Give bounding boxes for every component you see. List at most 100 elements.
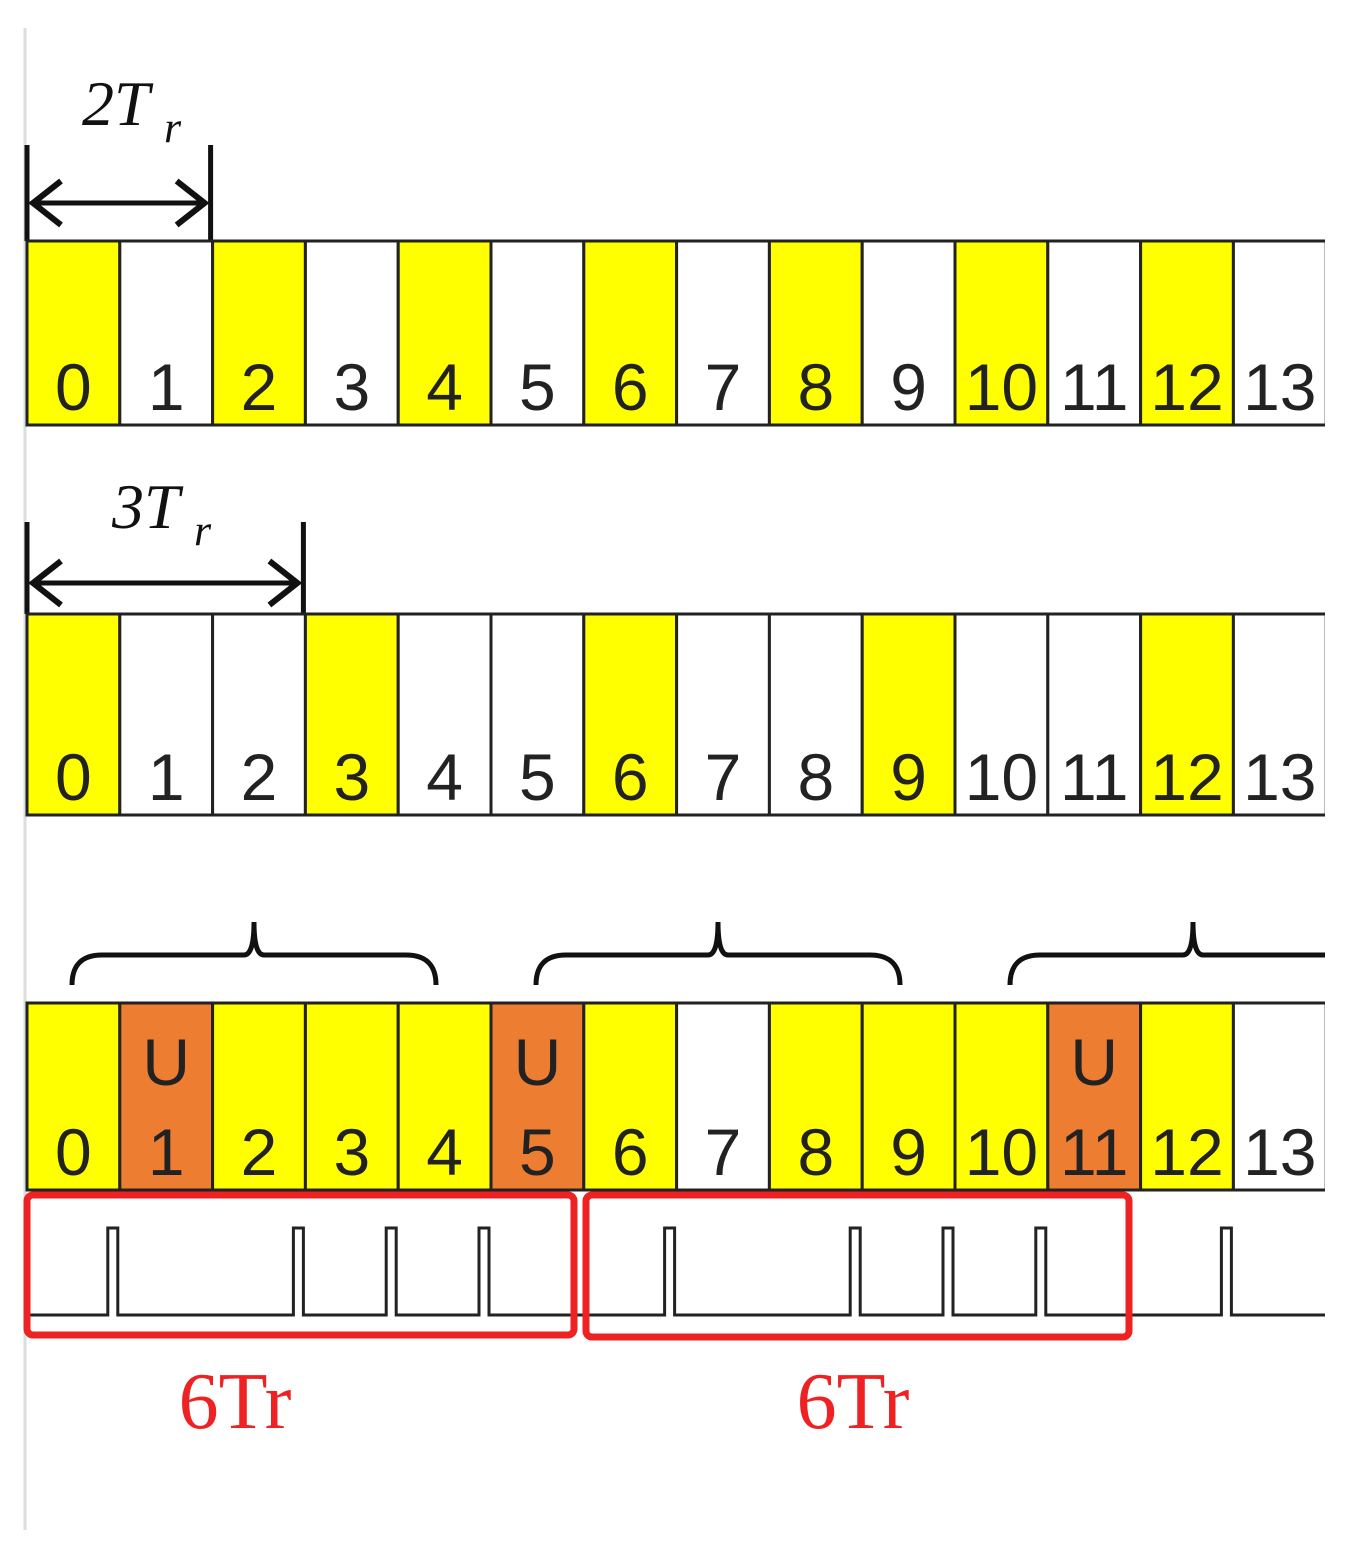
slot-number: 12 [1150,350,1223,424]
slot-0 [25,1001,122,1192]
slot-5 [489,612,586,817]
slot-2 [211,1001,307,1192]
slot-10 [953,612,1050,817]
span-label-2tr-subscript: r [164,103,182,152]
span-arrow-2tr [24,145,214,241]
period-label-1: 6Tr [179,1358,292,1446]
edge-mask [1325,237,1367,429]
slot-10 [953,239,1050,427]
slot-number: 1 [148,1115,185,1189]
slot-number: 2 [241,1115,278,1189]
span-arrow-3tr [24,522,306,614]
slot-unavailable-flag: U [514,1025,562,1099]
slot-number: 12 [1150,740,1223,814]
slot-number: 6 [612,740,649,814]
slot-10 [953,1001,1050,1192]
slot-number: 12 [1150,1115,1223,1189]
slot-number: 8 [797,1115,834,1189]
slot-9 [860,1001,957,1192]
slot-6 [582,612,679,817]
slot-7 [675,612,771,817]
slot-unavailable-flag: U [1070,1025,1118,1099]
slot-12 [1139,239,1235,427]
slot-number: 13 [1243,740,1316,814]
slot-number: 2 [241,740,278,814]
slot-8 [767,1001,864,1192]
slot-number: 5 [519,740,556,814]
period-label-2: 6Tr [797,1358,910,1446]
span-arrow-head-left [28,558,63,608]
slot-number: 1 [148,740,185,814]
slot-3 [303,239,400,427]
slot-number: 1 [148,350,185,424]
slot-number: 7 [705,740,742,814]
span-label-3tr-subscript: r [194,506,212,555]
edge-mask [1325,999,1367,1194]
span-arrow-head-right [267,558,303,608]
slot-number: 3 [333,1115,370,1189]
slot-number: 0 [55,1115,92,1189]
span-label-2tr: 2T [82,68,154,139]
group-braces [69,921,1325,986]
slot-number: 2 [241,350,278,424]
slot-number: 4 [426,740,463,814]
slot-3 [303,612,400,817]
slot-number: 5 [519,350,556,424]
slot-number: 0 [55,350,92,424]
slot-number: 3 [333,740,370,814]
slot-number: 4 [426,350,463,424]
slot-number: 7 [705,1115,742,1189]
span-label-3tr: 3T [111,471,184,542]
slot-11 [1046,239,1143,427]
slot-number: 6 [612,1115,649,1189]
span-arrow-head-left [28,178,63,228]
slot-number: 5 [519,1115,556,1189]
slot-number: 11 [1060,740,1129,814]
slot-4 [396,239,493,427]
group-brace [533,921,903,986]
slot-5 [489,239,586,427]
group-brace [69,921,439,986]
slot-number: 9 [890,1115,927,1189]
slot-number: 6 [612,350,649,424]
period-box-1 [23,1191,578,1339]
slot-6 [582,239,679,427]
slot-8 [767,612,864,817]
period-box-2 [582,1191,1133,1341]
slot-number: 0 [55,740,92,814]
slot-2 [211,612,307,817]
slot-13 [1231,1001,1328,1192]
slot-number: 7 [705,350,742,424]
slot-number: 8 [797,350,834,424]
slot-number: 13 [1243,350,1316,424]
span-arrow-head-right [174,178,210,228]
slot-11 [1046,612,1143,817]
slot-number: 8 [797,740,834,814]
slot-7 [675,239,771,427]
slot-number: 10 [965,350,1038,424]
slot-number: 3 [333,350,370,424]
slot-number: 10 [965,740,1038,814]
slot-5 [489,1001,586,1192]
slot-9 [860,612,957,817]
slot-1 [118,1001,215,1192]
slot-number: 9 [890,740,927,814]
slot-12 [1139,1001,1235,1192]
edge-mask [1325,610,1367,819]
slot-12 [1139,612,1235,817]
slot-7 [675,1001,771,1192]
slot-6 [582,1001,679,1192]
slot-1 [118,612,215,817]
slot-8 [767,239,864,427]
slot-number: 4 [426,1115,463,1189]
slot-number: 10 [965,1115,1038,1189]
slot-11 [1046,1001,1143,1192]
slot-number: 11 [1060,350,1129,424]
slot-4 [396,612,493,817]
